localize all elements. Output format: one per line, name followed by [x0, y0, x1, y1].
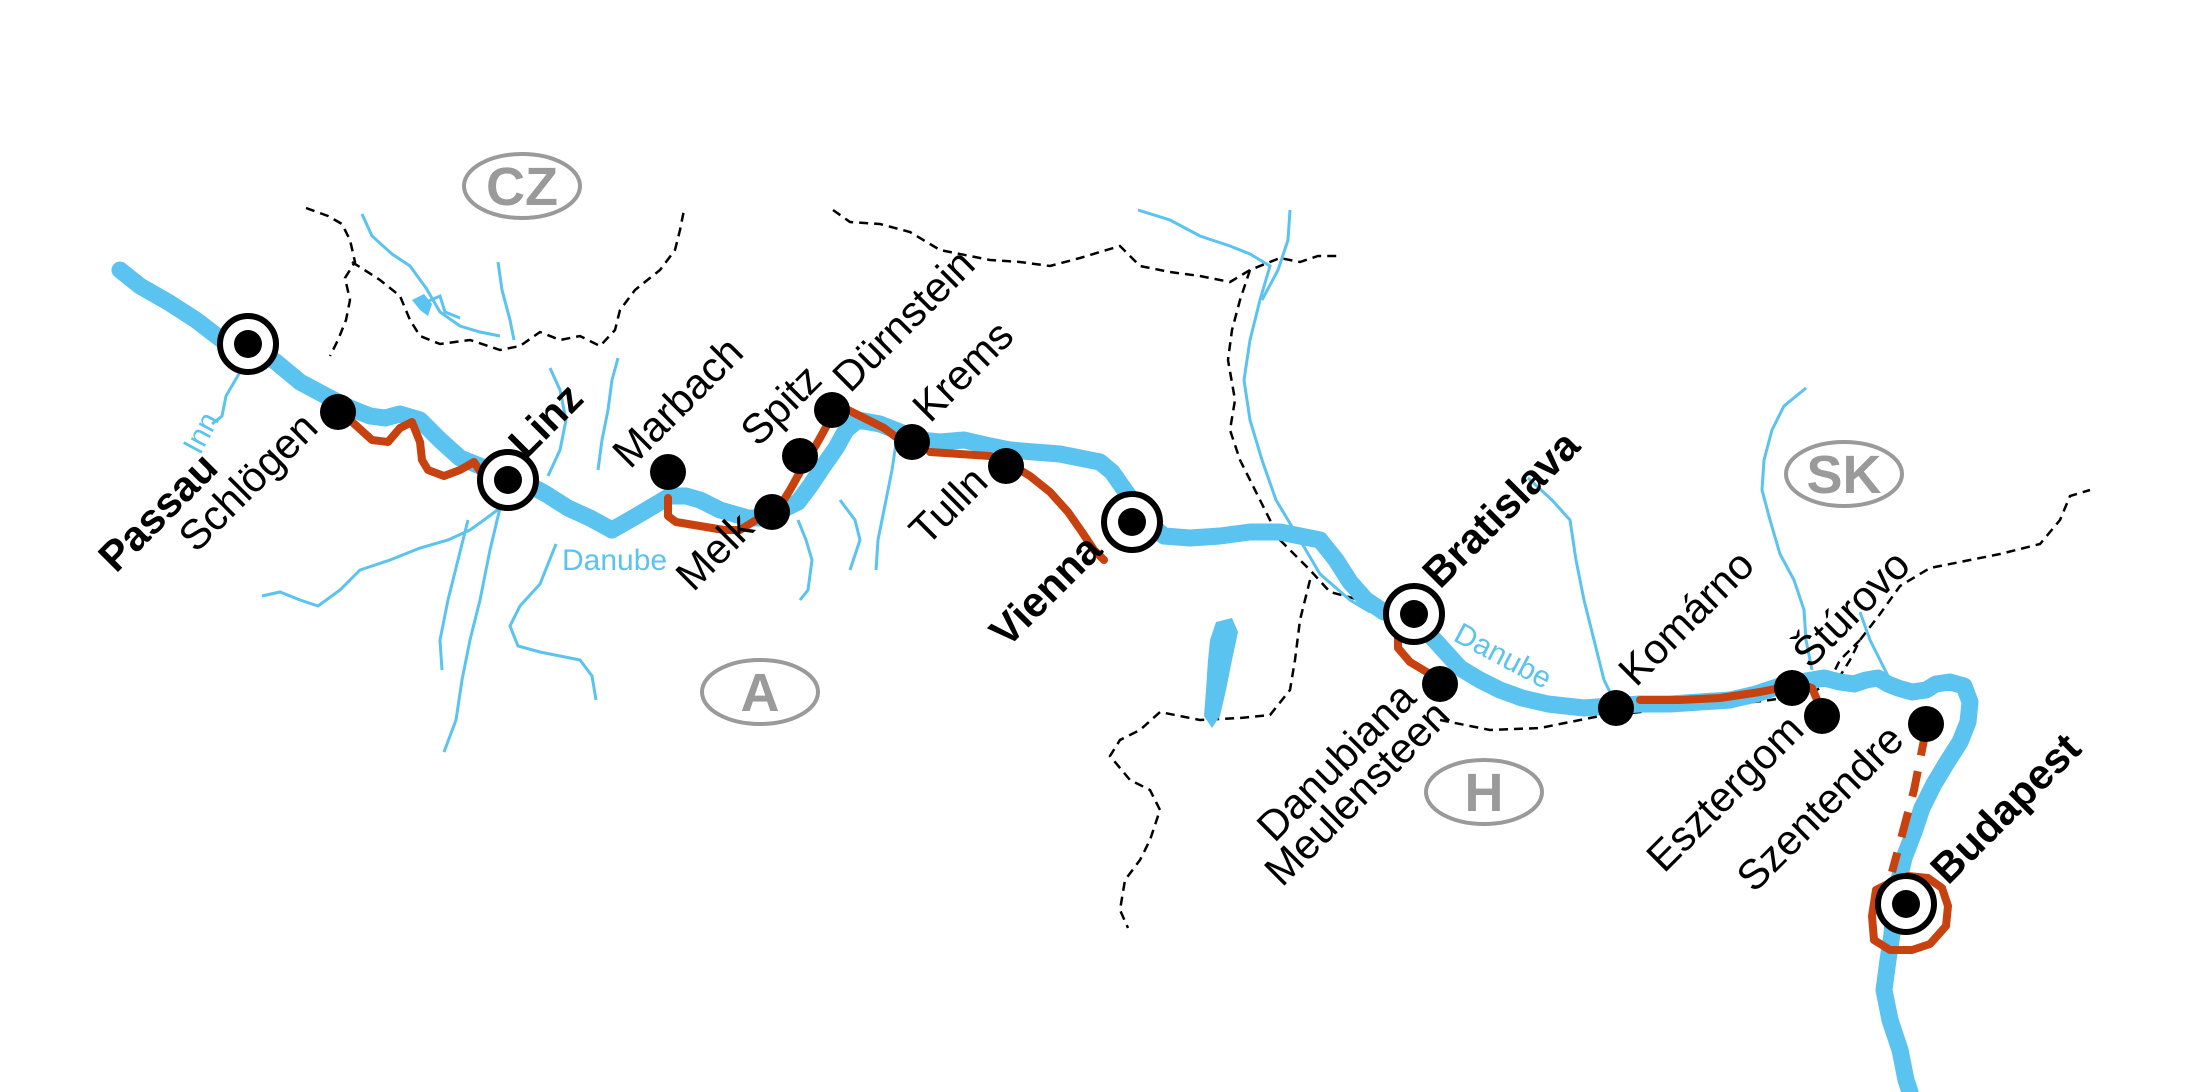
border-cz-at-east	[832, 208, 1340, 284]
stop-dot-sturovo	[1774, 670, 1810, 706]
cz-lake-river	[421, 293, 461, 320]
stop-dot-esztergom	[1804, 698, 1840, 734]
country-oval-sk	[1784, 440, 1904, 508]
capital-marker-linz	[477, 449, 539, 511]
capital-dot-vienna	[1118, 508, 1146, 536]
country-codes: CZ A SK H	[462, 152, 1904, 826]
country-code-sk: SK	[1806, 445, 1881, 505]
stop-dot-krems	[894, 424, 930, 460]
country-code-a: A	[741, 663, 780, 723]
capital-marker-vienna	[1101, 491, 1163, 553]
tributaries	[211, 208, 1892, 753]
country-cz: CZ	[462, 152, 582, 220]
stop-dot-szentendre	[1908, 706, 1944, 742]
vltava-tributary	[360, 213, 501, 338]
capital-dot-bratislava	[1400, 600, 1428, 628]
stop-dot-marbach	[650, 454, 686, 490]
vah-river	[1526, 476, 1616, 701]
country-h: H	[1424, 758, 1544, 826]
hron-river	[1760, 386, 1814, 671]
stop-dot-danubiana	[1422, 666, 1458, 702]
country-oval-a	[700, 658, 820, 726]
traun-enns-2	[438, 519, 470, 671]
cz-lake	[412, 294, 432, 316]
morava-river	[1137, 208, 1371, 614]
stop-dot-komarno	[1598, 690, 1634, 726]
linz-north-tributary-2	[596, 357, 620, 471]
melk-tributary	[796, 519, 814, 601]
country-a: A	[700, 658, 820, 726]
country-sk: SK	[1784, 440, 1904, 508]
stop-markers	[320, 392, 1944, 742]
capital-marker-passau	[217, 313, 279, 375]
river-label-danube-1: Danube	[562, 544, 667, 577]
country-code-h: H	[1465, 763, 1504, 823]
stop-dot-tulln	[988, 448, 1024, 484]
capital-dot-passau	[234, 330, 262, 358]
stop-dot-melk	[754, 494, 790, 530]
ipel-river	[1858, 611, 1892, 681]
border-at-sk	[1226, 269, 1361, 602]
cruise-route	[336, 406, 1828, 716]
stop-dot-schlogen	[320, 394, 356, 430]
traisen-tributary	[874, 429, 900, 571]
cruise-route-budapest-loop	[1868, 872, 1952, 954]
morava-branch	[1260, 209, 1292, 301]
linz-north-tributary	[546, 367, 568, 477]
country-oval-h	[1424, 758, 1544, 826]
traun-enns-4	[508, 543, 598, 701]
capital-dot-linz	[494, 466, 522, 494]
danube-river	[111, 261, 1979, 1092]
stop-dot-durnstein	[814, 392, 850, 428]
border-at-hu	[1108, 579, 1312, 929]
traun-enns-1	[261, 506, 501, 608]
north-tributary-a	[496, 261, 516, 341]
capital-marker-budapest	[1875, 873, 1937, 935]
cruise-route-dashed	[1888, 729, 1930, 874]
capital-marker-bratislava	[1383, 583, 1445, 645]
country-code-cz: CZ	[486, 157, 558, 217]
border-de-cz-at	[305, 206, 357, 357]
capital-markers	[217, 313, 1937, 935]
lake-neusiedl	[1204, 618, 1238, 728]
capital-dot-budapest	[1892, 890, 1920, 918]
traun-enns-3	[442, 507, 502, 753]
stop-dot-spitz	[782, 438, 818, 474]
country-oval-cz	[462, 152, 582, 220]
border-cz-at-west	[351, 209, 686, 352]
kamp-tributary	[838, 499, 862, 571]
